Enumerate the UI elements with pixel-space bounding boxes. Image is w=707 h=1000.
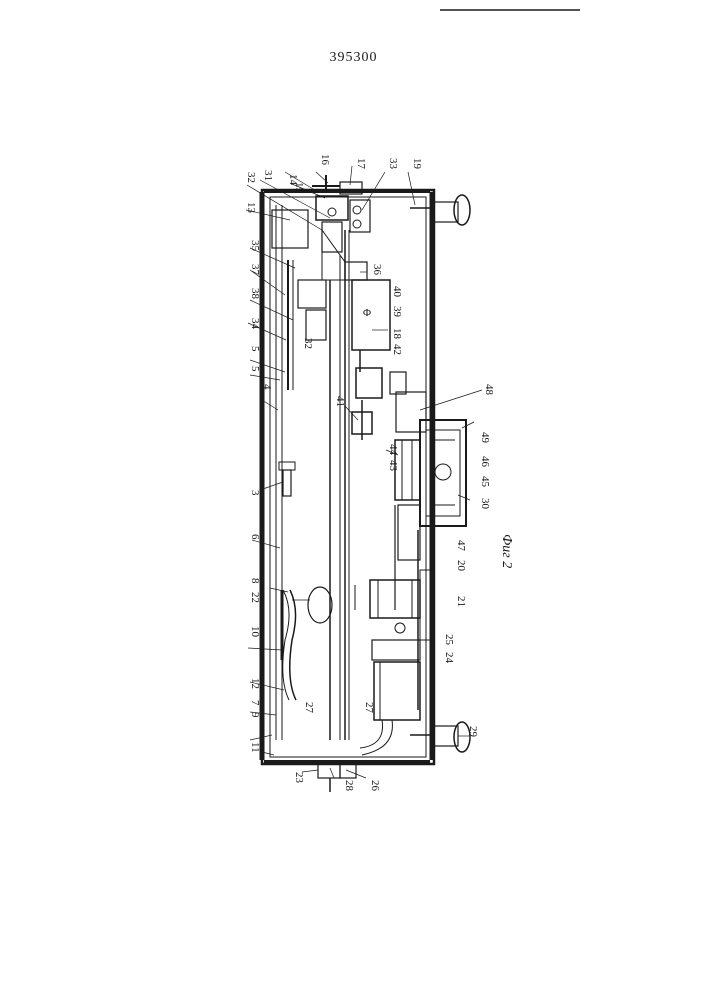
callout-25: 25 (443, 634, 455, 646)
callout-8: 8 (249, 578, 261, 584)
callout-21: 21 (455, 596, 467, 607)
svg-text:Φ: Φ (363, 307, 371, 319)
callout-47: 47 (455, 540, 467, 552)
callout-38: 38 (249, 288, 261, 300)
leader-lines (246, 166, 482, 778)
callout-29: 29 (467, 726, 479, 738)
callout-39: 39 (391, 306, 403, 318)
callout-4: 4 (261, 384, 273, 390)
callout-28: 28 (343, 780, 355, 792)
callout-32b: 32 (302, 338, 314, 349)
callout-17: 17 (355, 158, 367, 170)
callout-23: 23 (293, 772, 305, 784)
callout-5b: 5 (249, 366, 261, 372)
callout-35: 35 (249, 240, 261, 252)
foot-top (410, 195, 470, 225)
callout-9: 9 (249, 712, 261, 718)
callout-45: 45 (479, 476, 491, 488)
callout-18: 18 (391, 328, 403, 340)
callout-26: 26 (369, 780, 381, 792)
callout-3: 3 (249, 490, 261, 496)
callout-15: 15 (293, 182, 305, 194)
callout-48: 48 (483, 384, 495, 396)
callout-31: 31 (262, 170, 274, 181)
callout-11: 11 (249, 742, 261, 753)
foot-bottom (410, 722, 470, 752)
callout-30: 30 (479, 498, 491, 510)
callout-37: 37 (249, 264, 261, 276)
callout-27: 27 (303, 702, 315, 714)
motor-assembly (355, 580, 420, 755)
callout-49: 49 (479, 432, 491, 444)
callout-41: 41 (334, 396, 346, 407)
callout-20: 20 (455, 560, 467, 572)
callout-40: 40 (391, 286, 403, 298)
main-shaft (330, 230, 349, 740)
callout-22: 22 (249, 592, 261, 603)
callout-32: 32 (245, 172, 257, 183)
callout-13: 13 (245, 202, 257, 214)
callout-16: 16 (319, 154, 331, 166)
callout-42: 42 (391, 344, 403, 355)
callout-36: 36 (371, 264, 383, 276)
callout-33: 33 (387, 158, 399, 170)
callout-19: 19 (411, 158, 423, 170)
callout-43: 43 (387, 460, 399, 472)
callout-10: 10 (249, 626, 261, 638)
cover-rails (276, 205, 332, 740)
callout-44: 44 (387, 444, 399, 456)
callout-5: 5 (249, 346, 261, 352)
callout-24: 24 (443, 652, 455, 664)
callout-34: 34 (249, 318, 261, 330)
callout-6: 6 (249, 534, 261, 540)
callout-7: 7 (249, 700, 261, 706)
callout-27b: 27 (363, 702, 375, 714)
callout-46: 46 (479, 456, 491, 468)
upper-mechanism (272, 175, 370, 340)
figure-caption: Фиг 2 (499, 534, 514, 568)
callout-12: 12 (249, 678, 261, 689)
